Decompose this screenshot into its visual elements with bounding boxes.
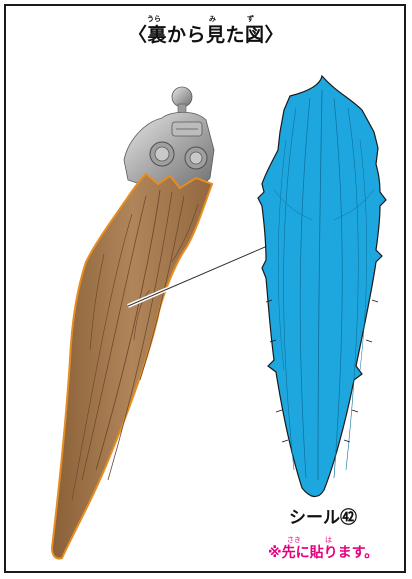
handle-mechanism (124, 87, 214, 189)
application-note: ※先に貼ります。 (268, 542, 378, 562)
weapon-blade (52, 174, 212, 559)
sticker-number-label: シール㊷ (289, 503, 357, 528)
sticker-shape (258, 76, 386, 497)
